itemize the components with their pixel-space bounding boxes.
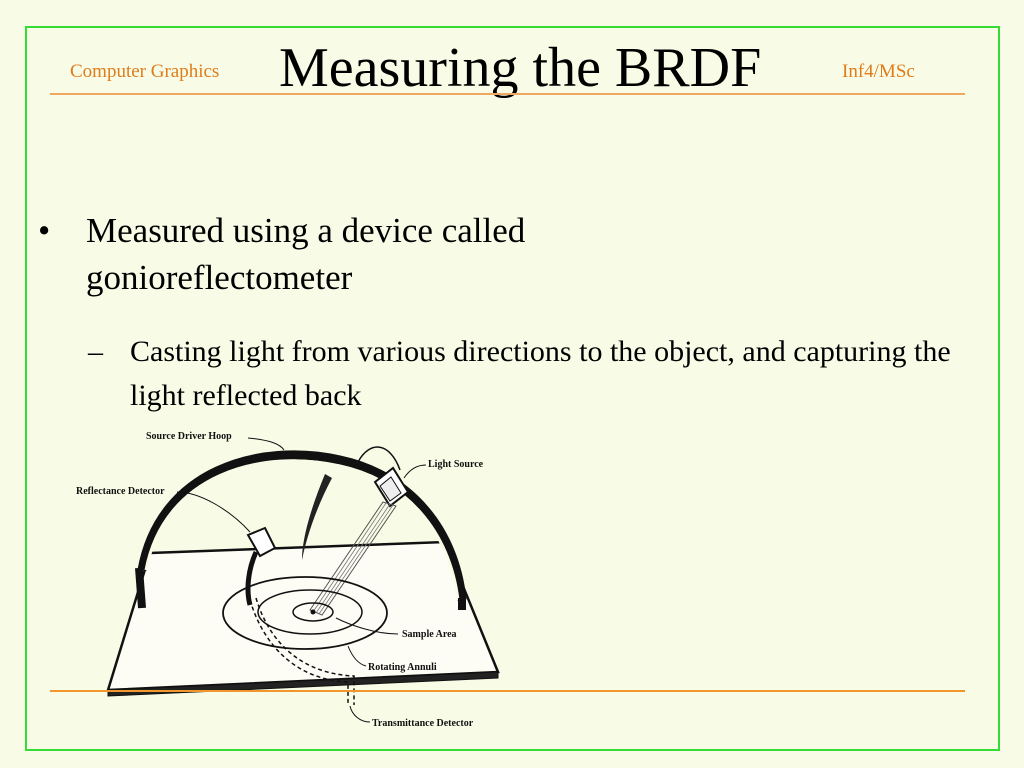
sub-bullet-symbol: – — [88, 335, 103, 368]
sub-bullet-text: Casting light from various directions to… — [130, 335, 951, 412]
gonioreflectometer-diagram: Source Driver Hoop Light Source Reflecta… — [76, 431, 500, 729]
inner-blade — [302, 474, 332, 560]
label-source-driver-hoop: Source Driver Hoop — [146, 431, 232, 442]
slide-title: Measuring the BRDF — [279, 37, 762, 99]
reflectance-detector — [245, 526, 277, 606]
base-plate — [106, 540, 500, 692]
course-name: Computer Graphics — [70, 61, 220, 82]
light-source-box — [373, 466, 410, 508]
label-light-source: Light Source — [428, 459, 484, 470]
label-sample-area: Sample Area — [402, 629, 457, 640]
bullet-text: Measured using a device called goniorefl… — [86, 211, 526, 297]
label-reflectance-detector: Reflectance Detector — [76, 486, 165, 497]
label-rotating-annuli: Rotating Annuli — [368, 662, 437, 673]
header-rule — [50, 93, 965, 95]
light-beam — [309, 501, 397, 616]
bullet-symbol: • — [38, 211, 51, 250]
hoop-arc-inner — [144, 459, 460, 601]
label-transmittance-detector: Transmittance Detector — [372, 718, 474, 729]
hoop-arc — [137, 450, 467, 601]
transmittance-path — [249, 599, 349, 705]
sample-area — [292, 602, 334, 622]
footer-rule — [50, 690, 965, 692]
middle-annulus — [257, 589, 363, 635]
cable-loop — [357, 446, 401, 471]
outer-annulus — [222, 576, 388, 650]
hoop-foot-left — [135, 567, 146, 609]
slide-frame — [25, 26, 1000, 751]
course-code: Inf4/MSc — [842, 61, 915, 82]
